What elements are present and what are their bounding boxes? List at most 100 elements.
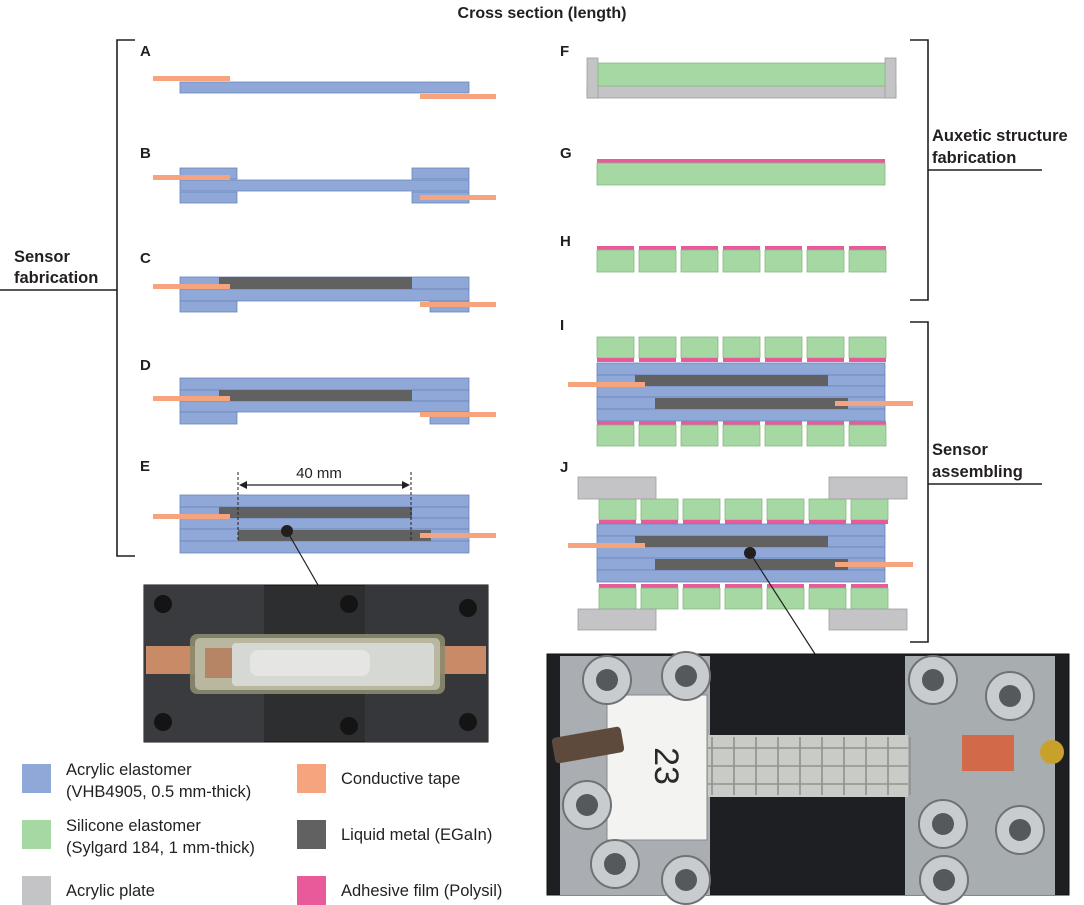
legend-swatch-acrylic-plate	[22, 876, 51, 905]
silicone-block	[806, 424, 845, 447]
step-h-label: H	[560, 233, 571, 250]
adhesive-film	[599, 584, 636, 588]
adhesive-film	[765, 246, 802, 250]
silicone-block	[808, 498, 847, 521]
sensor-fabrication-group	[0, 39, 135, 557]
step-g-diagram	[596, 159, 886, 186]
adhesive-film	[725, 584, 762, 588]
adhesive-film	[681, 246, 718, 250]
tape-right	[835, 401, 913, 406]
photo-screw-socket	[576, 794, 598, 816]
adhesive-film	[681, 358, 718, 362]
tape-right	[835, 562, 913, 567]
sensor-fabrication-bracket	[116, 39, 135, 557]
silicone-block	[764, 336, 803, 359]
silicone-block	[850, 587, 889, 610]
silicone-block	[682, 498, 721, 521]
adhesive-film	[681, 421, 718, 425]
silicone-block	[806, 336, 845, 359]
dimension-arrow-head-right	[402, 481, 410, 489]
silicone-block	[722, 336, 761, 359]
step-f-label: F	[560, 43, 569, 60]
adhesive-film	[639, 246, 676, 250]
photo-label-number: 23	[647, 747, 685, 785]
legend-swatch-conductive-tape	[297, 764, 326, 793]
acrylic-layer	[179, 179, 470, 192]
photo-hole	[154, 595, 172, 613]
photo-screw-socket	[999, 685, 1021, 707]
tape-left	[153, 175, 230, 180]
legend-label-acrylic-plate: Acrylic plate	[66, 882, 155, 900]
tape-right	[420, 533, 496, 538]
legend-swatch-adhesive-film	[297, 876, 326, 905]
liquid-metal-channel	[219, 277, 412, 289]
tape-right	[420, 94, 496, 99]
silicone-block	[596, 424, 635, 447]
legend-label-silicone-elastomer: Silicone elastomer	[66, 817, 201, 835]
liquid-metal-channel	[219, 507, 412, 518]
adhesive-film	[723, 421, 760, 425]
acrylic-layer	[596, 385, 886, 398]
acrylic-layer	[179, 288, 470, 302]
silicone-block	[850, 498, 889, 521]
acrylic-layer	[179, 300, 238, 313]
legend-label-adhesive-film: Adhesive film (Polysil)	[341, 882, 502, 900]
tape-left	[568, 382, 645, 387]
acrylic-layer	[179, 400, 470, 413]
adhesive-film	[641, 520, 678, 524]
liquid-metal-channel	[635, 536, 828, 547]
silicone-block	[638, 336, 677, 359]
step-a-label: A	[140, 43, 151, 60]
acrylic-plate-wall-left	[586, 57, 599, 99]
adhesive-film	[807, 358, 844, 362]
silicone-block	[598, 498, 637, 521]
acrylic-layer	[596, 523, 886, 537]
silicone-block	[806, 249, 845, 273]
tape-right	[420, 195, 496, 200]
silicone-layer	[596, 162, 886, 186]
photo-screw-socket	[596, 669, 618, 691]
tape-left	[153, 396, 230, 401]
adhesive-film	[851, 520, 888, 524]
adhesive-film	[809, 520, 846, 524]
step-i-diagram	[568, 336, 913, 447]
auxetic-fabrication-label-line2: fabrication	[932, 149, 1016, 167]
acrylic-layer	[596, 408, 886, 422]
liquid-metal-channel	[655, 398, 848, 409]
photo-hole	[340, 717, 358, 735]
tape-right	[420, 412, 496, 417]
step-e-diagram	[153, 494, 496, 554]
adhesive-film	[849, 246, 886, 250]
photo-screw-socket	[922, 669, 944, 691]
photo-copper-under	[205, 648, 235, 678]
adhesive-film	[809, 584, 846, 588]
auxetic-fabrication-label-line1: Auxetic structure	[932, 127, 1068, 145]
photo-connector	[1040, 740, 1064, 764]
photo-screw-socket	[675, 869, 697, 891]
step-d-label: D	[140, 357, 151, 374]
photo-screw-socket	[1009, 819, 1031, 841]
acrylic-layer	[179, 411, 238, 425]
legend-label-liquid-metal: Liquid metal (EGaIn)	[341, 826, 492, 844]
auxetic-fabrication-bracket	[910, 39, 929, 301]
liquid-metal-channel	[238, 530, 431, 541]
photo-screw-socket	[604, 853, 626, 875]
adhesive-film	[597, 159, 885, 163]
dimension-arrow-head-left	[239, 481, 247, 489]
photo-screws	[562, 651, 1045, 905]
adhesive-film	[807, 246, 844, 250]
photo-auxetic-grid	[708, 737, 911, 795]
silicone-block	[682, 587, 721, 610]
legend-sublabel-acrylic-elastomer: (VHB4905, 0.5 mm-thick)	[66, 783, 251, 801]
sensor-assembling-label-line1: Sensor	[932, 441, 989, 459]
legend-sublabel-silicone-elastomer: (Sylgard 184, 1 mm-thick)	[66, 839, 255, 857]
acrylic-layer	[596, 569, 886, 583]
dimension-40mm	[237, 472, 412, 541]
acrylic-plate-clamp	[577, 608, 657, 631]
auxetic-fabrication-group	[910, 39, 1042, 301]
adhesive-film	[597, 421, 634, 425]
adhesive-film	[683, 584, 720, 588]
step-d-diagram	[153, 377, 496, 425]
